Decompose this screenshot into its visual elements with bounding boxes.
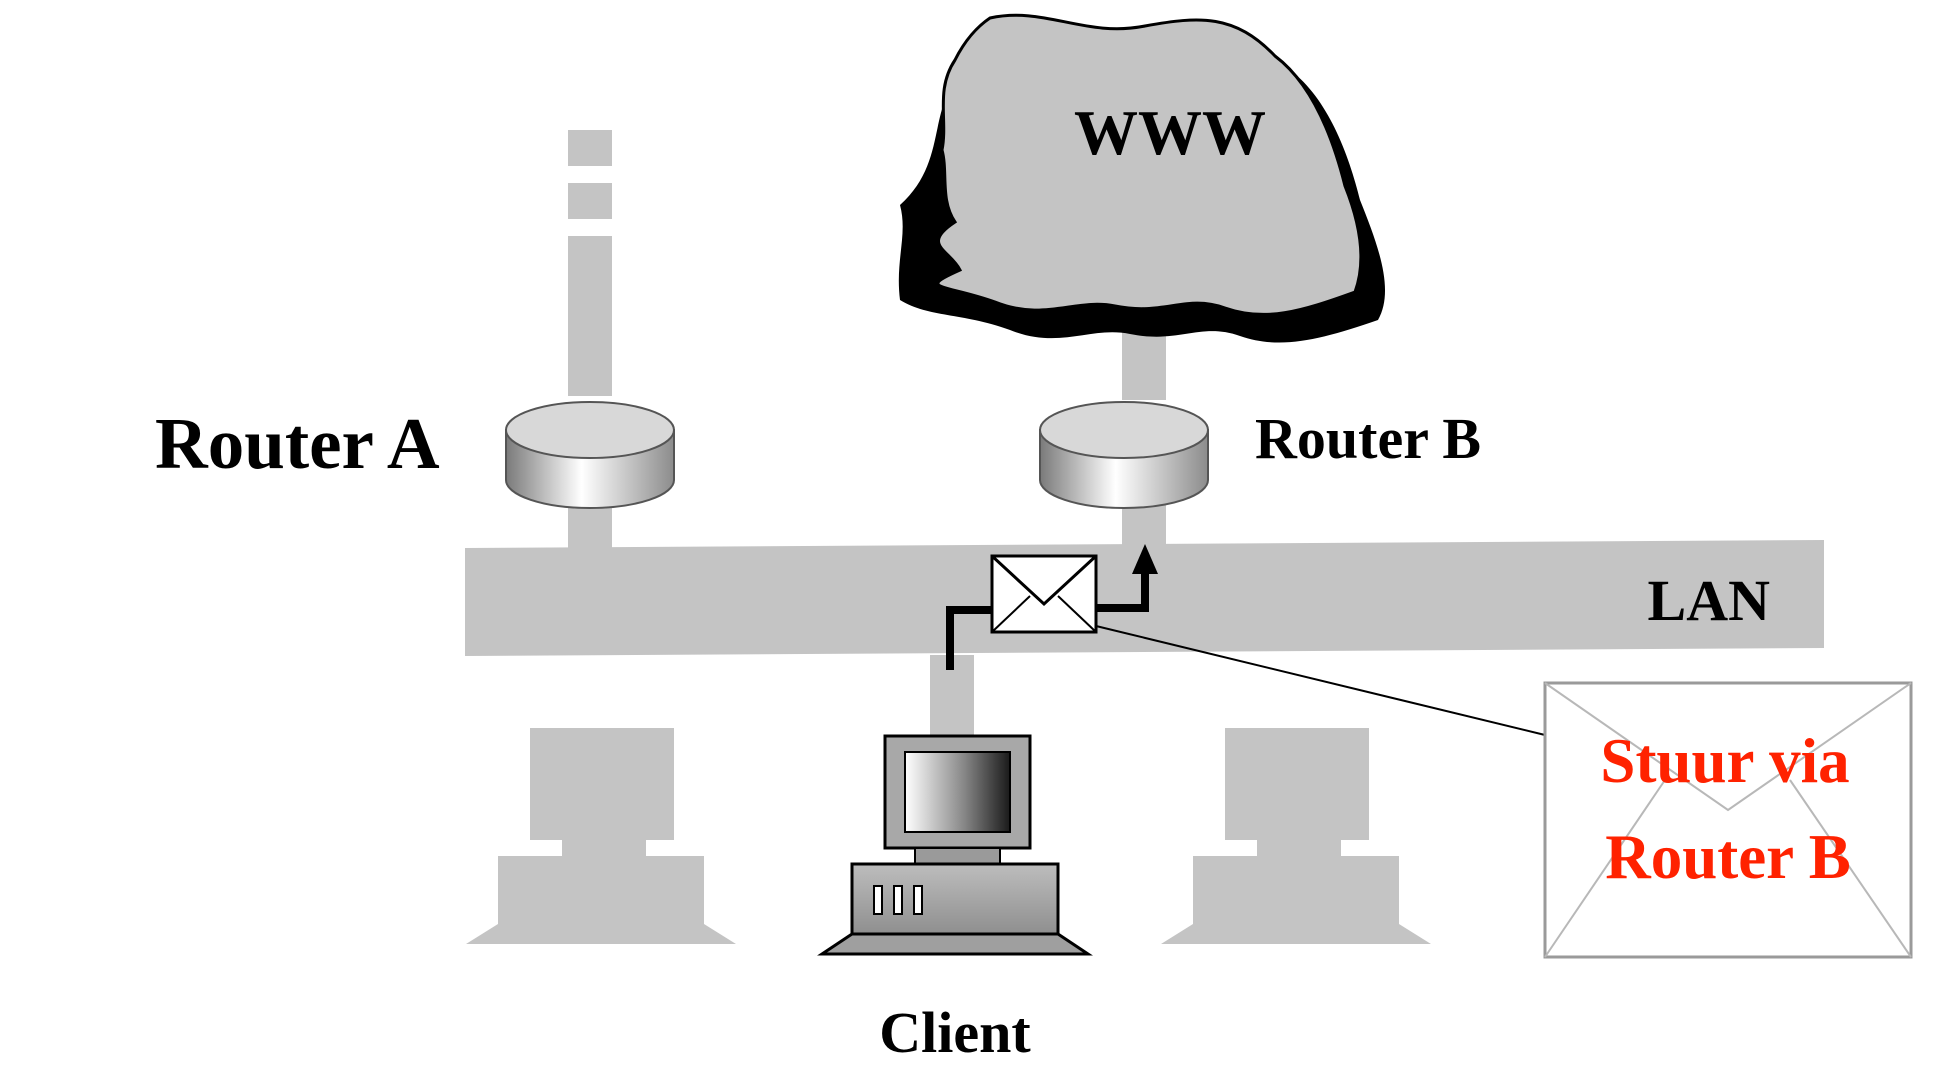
computer-icon-right bbox=[1161, 728, 1431, 944]
router-a-uplink bbox=[568, 130, 612, 396]
route-path bbox=[946, 544, 1158, 670]
envelope-icon bbox=[990, 554, 1098, 634]
lan-label: LAN bbox=[1648, 568, 1771, 633]
router-b-icon bbox=[1039, 401, 1209, 509]
router-b-label: Router B bbox=[1255, 406, 1481, 471]
client-computer-icon bbox=[817, 734, 1093, 956]
callout-line-1: Stuur via bbox=[1600, 726, 1849, 796]
callout-line-2: Router B bbox=[1605, 822, 1851, 892]
computer-icon-left bbox=[466, 728, 736, 944]
cloud-label: WWW bbox=[1074, 97, 1266, 168]
router-a-icon bbox=[505, 401, 675, 509]
router-b-uplink bbox=[1122, 330, 1166, 400]
callout-leader-line bbox=[1095, 625, 1546, 736]
client-label: Client bbox=[879, 1000, 1031, 1065]
cloud-icon: WWW bbox=[898, 13, 1386, 343]
router-a-label: Router A bbox=[155, 403, 440, 484]
arrow-up-icon bbox=[1132, 544, 1158, 574]
callout-envelope: Stuur via Router B bbox=[1543, 681, 1913, 959]
